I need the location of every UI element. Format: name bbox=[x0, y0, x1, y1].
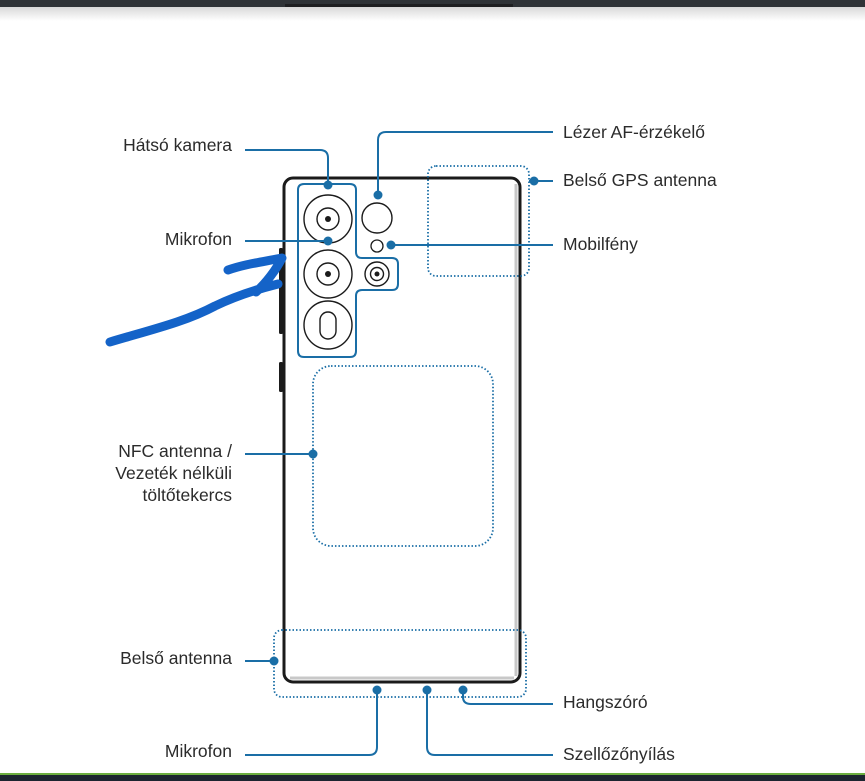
callout-dot-laser-af bbox=[373, 190, 383, 200]
window-top-tab bbox=[285, 4, 513, 9]
label-microphone-bottom: Mikrofon bbox=[164, 741, 232, 761]
callout-line-vent bbox=[426, 690, 553, 756]
callout-line-speaker bbox=[462, 690, 553, 705]
callout-line-rear-camera bbox=[245, 149, 329, 185]
label-microphone-top: Mikrofon bbox=[164, 229, 232, 249]
label-internal-antenna: Belső antenna bbox=[120, 648, 232, 668]
callout-line-laser-af bbox=[377, 131, 553, 193]
camera-lens-2 bbox=[303, 249, 353, 299]
label-speaker: Hangszóró bbox=[563, 692, 648, 712]
hand-drawn-arrow-annotation bbox=[105, 253, 287, 347]
callout-dot-vent bbox=[422, 685, 432, 695]
callout-line-mic-bottom bbox=[245, 690, 378, 756]
callout-dot-mic-bottom bbox=[372, 685, 382, 695]
label-nfc-line1: NFC antenna / bbox=[118, 441, 232, 461]
camera-lens-periscope bbox=[303, 300, 353, 350]
label-nfc-line2: Vezeték nélküli bbox=[115, 463, 232, 483]
label-flash: Mobilfény bbox=[563, 234, 638, 254]
camera-module-outline bbox=[297, 183, 399, 358]
laser-af-sensor bbox=[361, 202, 393, 234]
side-key-power bbox=[279, 362, 283, 392]
callout-dot-gps bbox=[529, 176, 539, 186]
flash-led bbox=[370, 239, 384, 253]
callout-dot-rear-camera bbox=[323, 180, 333, 190]
callout-dot-nfc bbox=[308, 449, 318, 459]
window-bottom-bar bbox=[0, 773, 865, 781]
callout-dot-mic-top bbox=[323, 236, 333, 246]
callout-dot-internal-antenna bbox=[269, 656, 279, 666]
callout-dot-speaker bbox=[458, 685, 468, 695]
top-shadow bbox=[0, 7, 865, 21]
label-vent: Szellőzőnyílás bbox=[563, 744, 675, 764]
camera-lens-small bbox=[364, 261, 390, 287]
phone-body bbox=[279, 176, 522, 684]
label-nfc-line3: töltőtekercs bbox=[142, 485, 232, 505]
gps-antenna-region bbox=[427, 165, 530, 277]
window-top-bar bbox=[0, 0, 865, 7]
label-laser-af: Lézer AF-érzékelő bbox=[563, 122, 706, 142]
callout-dot-flash bbox=[386, 240, 396, 250]
label-rear-camera: Hátsó kamera bbox=[123, 135, 232, 155]
label-gps-antenna: Belső GPS antenna bbox=[563, 170, 717, 190]
